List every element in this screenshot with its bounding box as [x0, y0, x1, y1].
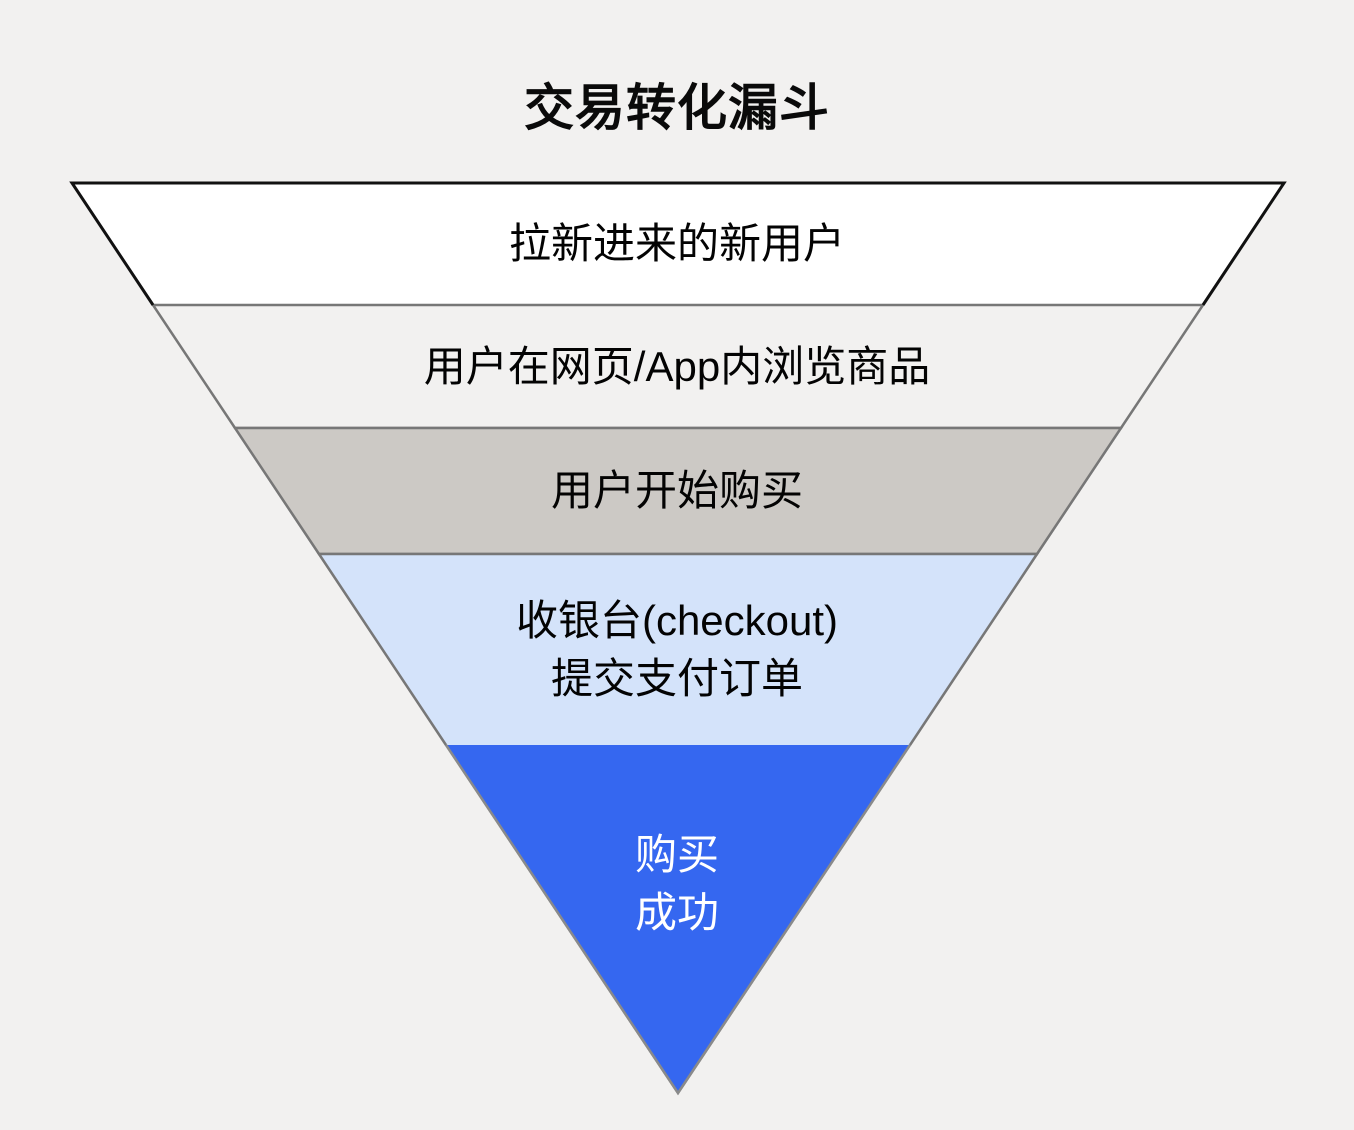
- funnel-stage-4-shape: [316, 552, 1040, 746]
- funnel-stage-3-shape: [232, 426, 1124, 556]
- funnel-stage-5-shape: [444, 744, 912, 1096]
- diagram-title: 交易转化漏斗: [524, 80, 830, 136]
- funnel-stage-1-border: [69, 181, 1287, 306]
- funnel-stage-2-shape: [150, 303, 1206, 430]
